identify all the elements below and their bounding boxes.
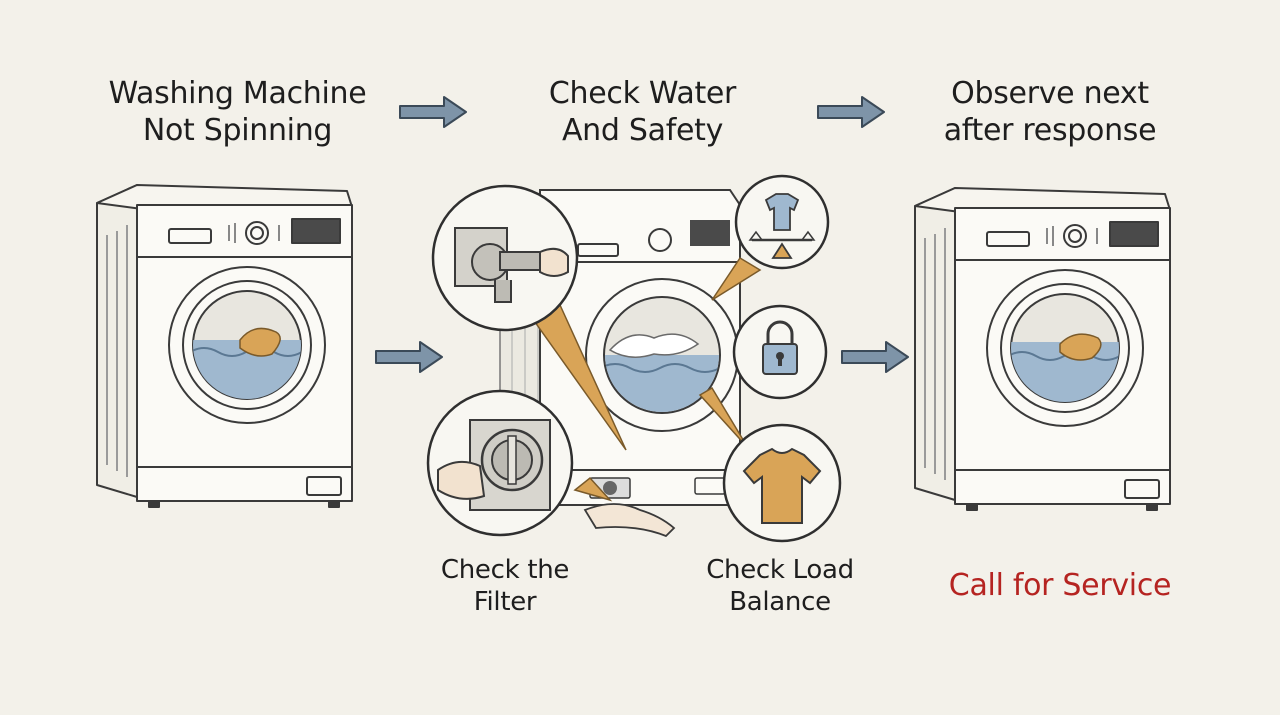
pointer-shirt bbox=[698, 386, 749, 449]
washer-not-spinning bbox=[96, 184, 353, 508]
washer-observe bbox=[914, 187, 1171, 511]
tshirt-icon bbox=[722, 423, 842, 543]
arrow-right-icon bbox=[841, 341, 909, 373]
scale-icon bbox=[734, 174, 830, 270]
hose-valve-icon bbox=[431, 184, 579, 332]
padlock-icon bbox=[732, 304, 828, 400]
arrow-right-icon bbox=[817, 96, 885, 128]
pointer-filter bbox=[573, 476, 613, 502]
drain-filter-icon bbox=[426, 389, 574, 537]
hand bbox=[583, 503, 676, 538]
pointer-scale bbox=[711, 256, 762, 301]
arrow-right-icon bbox=[375, 341, 443, 373]
call-for-service-label: Call for Service bbox=[948, 568, 1172, 603]
arrow-right-icon bbox=[399, 96, 467, 128]
